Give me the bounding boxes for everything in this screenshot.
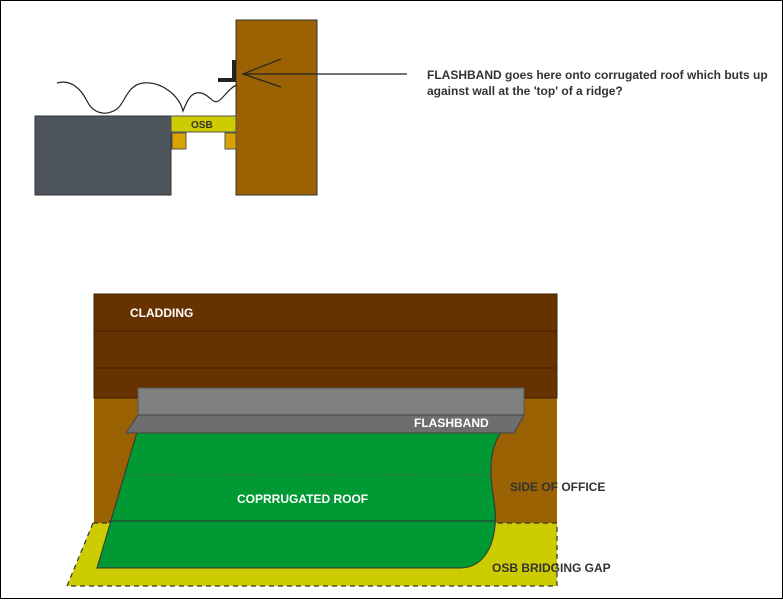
corrugated-roof-sheet	[96, 431, 502, 569]
osb-bridging-label: OSB BRIDGING GAP	[492, 561, 611, 575]
corrugated-profile	[56, 81, 238, 114]
side-of-office-label: SIDE OF OFFICE	[510, 480, 605, 494]
osb-label: OSB	[191, 120, 213, 131]
cladding-board-1	[93, 293, 558, 332]
arrow-head	[241, 58, 282, 88]
flashband-top	[137, 387, 525, 416]
flashband-front	[125, 414, 525, 434]
roof-label: COPRRUGATED ROOF	[237, 492, 368, 506]
cladding-label: CLADDING	[130, 306, 193, 320]
cladding-board-2	[93, 330, 558, 369]
osb-board	[170, 115, 237, 133]
bottom-perspective: CLADDING COPRRUGATED ROOF FLASHBAND SIDE…	[66, 293, 611, 587]
wall-post	[235, 19, 318, 196]
annotation-line-1: FLASHBAND goes here onto corrugated roof…	[427, 68, 768, 82]
flashband-bracket	[218, 60, 236, 82]
osb-support-right	[224, 132, 237, 150]
dark-block	[34, 115, 172, 196]
top-cross-section: OSB FLASHBAND goes here onto corrugated …	[34, 19, 768, 196]
flashband-label: FLASHBAND	[414, 416, 489, 430]
osb-support-left	[171, 132, 187, 150]
annotation-line-2: against wall at the 'top' of a ridge?	[427, 84, 623, 98]
